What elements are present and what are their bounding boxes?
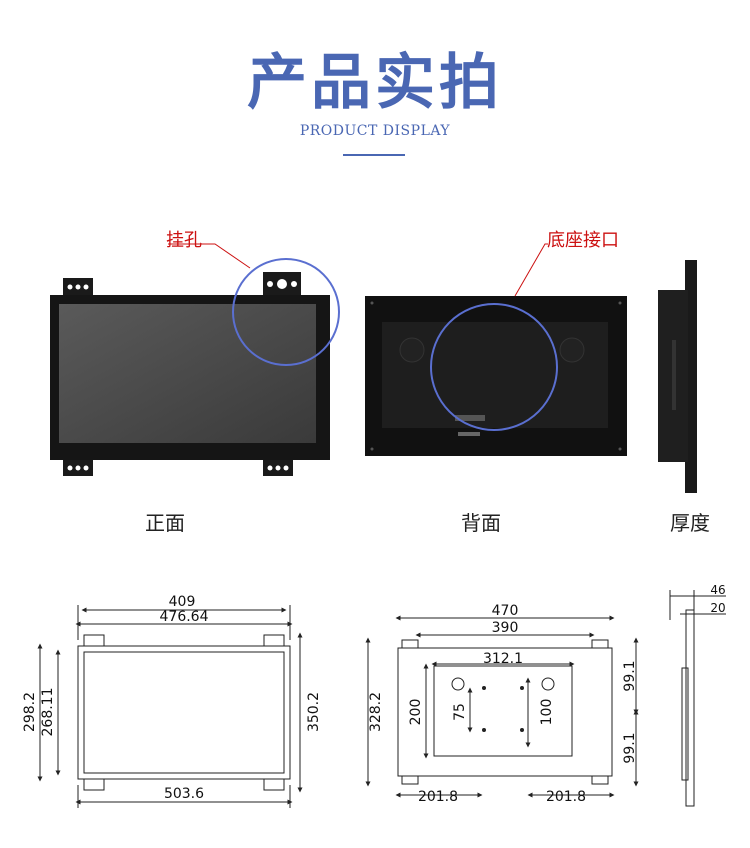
side-dim-depth-front: 20 xyxy=(710,601,725,615)
back-monitor-photo xyxy=(365,296,627,456)
base-interface-highlight xyxy=(430,303,558,431)
back-dim-left-outer: 328.2 xyxy=(368,692,384,732)
front-dimension-drawing xyxy=(37,605,303,808)
front-monitor-photo xyxy=(50,272,330,476)
back-dim-top-inner: 390 xyxy=(492,620,519,636)
front-dim-top-outer: 409 xyxy=(169,594,196,610)
side-monitor-photo xyxy=(658,260,697,493)
side-view-label: 厚度 xyxy=(670,511,710,535)
back-dim-hole-b: 100 xyxy=(539,699,555,726)
page-title: 产品实拍 xyxy=(247,48,503,118)
back-dim-top-outer: 470 xyxy=(492,603,519,619)
hanging-hole-highlight xyxy=(232,258,340,366)
back-dimension-drawing xyxy=(365,615,639,798)
hanging-hole-leader xyxy=(168,243,251,269)
title-underline xyxy=(343,154,405,156)
front-dim-top-inner: 476.64 xyxy=(160,609,209,625)
base-interface-leader xyxy=(514,243,548,297)
front-view-label: 正面 xyxy=(145,511,185,535)
back-dim-bottom-right: 201.8 xyxy=(546,789,586,805)
base-interface-label: 底座接口 xyxy=(547,230,619,251)
back-dim-vesa-height: 200 xyxy=(408,699,424,726)
back-vesa-holes xyxy=(482,686,524,732)
back-dim-right-bottom: 99.1 xyxy=(622,732,638,763)
front-dim-right: 350.2 xyxy=(306,692,322,732)
product-photos xyxy=(50,243,697,493)
front-dim-left-inner: 268.11 xyxy=(40,688,56,737)
back-dim-right-top: 99.1 xyxy=(622,660,638,691)
front-dim-bottom: 503.6 xyxy=(164,786,204,802)
side-dim-depth-total: 46 xyxy=(710,583,725,597)
page-subtitle: PRODUCT DISPLAY xyxy=(299,123,451,139)
side-dimension-drawing xyxy=(669,590,726,807)
back-dim-hole-a: 75 xyxy=(452,703,468,721)
dimension-drawings: 409 476.64 503.6 298.2 268.11 350.2 470 … xyxy=(22,583,726,808)
front-dim-left-outer: 298.2 xyxy=(22,692,38,732)
back-dim-bottom-left: 201.8 xyxy=(418,789,458,805)
back-dim-vesa-width: 312.1 xyxy=(483,651,523,667)
back-view-label: 背面 xyxy=(461,511,501,535)
hanging-hole-label: 挂孔 xyxy=(166,230,202,251)
